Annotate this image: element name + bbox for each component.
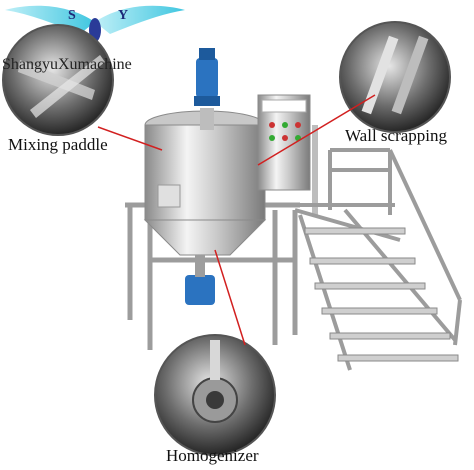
label-homogenizer: Homogenizer — [166, 446, 259, 465]
label-wall-scrapping: Wall scrapping — [345, 126, 448, 145]
homogenizer-inset — [154, 334, 276, 456]
tank-body — [143, 108, 267, 256]
label-mixing-paddle: Mixing paddle — [8, 135, 108, 154]
control-cabinet — [257, 94, 318, 215]
brand-name: ShangyuXumachine — [2, 56, 132, 73]
mixing-paddle-inset — [2, 24, 114, 136]
leader-lines — [97, 94, 376, 346]
bottom-motor — [185, 255, 215, 305]
wall-scrapping-inset — [339, 21, 451, 133]
stair-treads — [304, 227, 459, 362]
logo-letter-s: S — [68, 8, 76, 23]
top-motor — [194, 48, 220, 106]
logo-letter-y: Y — [118, 8, 129, 23]
